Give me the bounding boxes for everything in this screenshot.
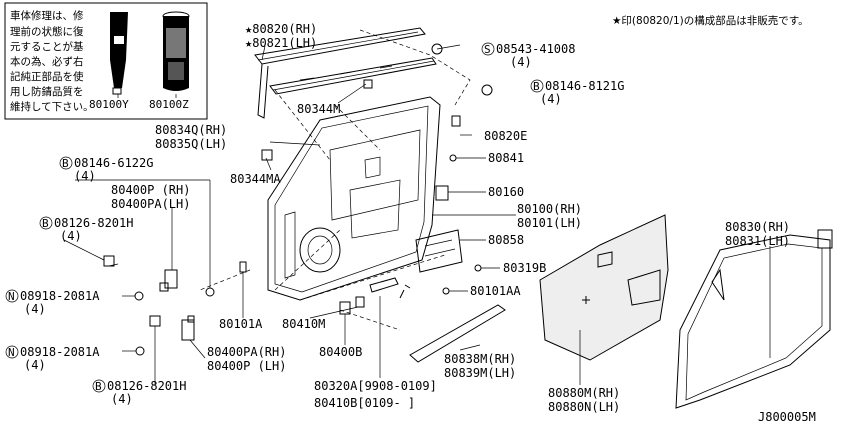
label-08543: 08543-41008 <box>496 42 575 56</box>
inner-weatherstrip-part <box>269 57 437 95</box>
label-80160: 80160 <box>488 185 524 199</box>
label-08543-qty: (4) <box>510 55 532 69</box>
label-80830: 80830(RH) <box>725 220 790 234</box>
label-80101: 80101(LH) <box>517 216 582 230</box>
label-80831: 80831(LH) <box>725 234 790 248</box>
label-80344m: 80344M <box>297 102 340 116</box>
door-trim-panel-part <box>539 214 669 361</box>
label-80834q: 80834Q(RH) <box>155 123 227 137</box>
label-80858: 80858 <box>488 233 524 247</box>
bolt-08126a-icon <box>103 255 119 267</box>
notice-box: 車体修理は、修 理前の状態に復 元することが基 本の為、必ず右 記純正部品を使 … <box>4 2 208 120</box>
door-weatherstrip-part <box>675 229 833 409</box>
check-link-80410m-icon <box>355 277 399 308</box>
door-shell-part <box>267 96 441 301</box>
label-80320a: 80320A[9908-0109] <box>314 379 437 393</box>
label-80841: 80841 <box>488 151 524 165</box>
sill-strip-80838m-part <box>409 304 506 363</box>
clip-80344ma-icon <box>261 149 273 161</box>
label-80400pa: 80400PA(LH) <box>111 197 190 211</box>
header-note: ★印(80820/1)の構成部品は非販売です。 <box>612 14 809 27</box>
label-80835q: 80835Q(LH) <box>155 137 227 151</box>
label-80880n: 80880N(LH) <box>548 400 620 414</box>
svg-text:N: N <box>8 346 15 359</box>
label-80344ma: 80344MA <box>230 172 281 186</box>
plate-80160-icon <box>435 185 449 201</box>
svg-text:N: N <box>8 290 15 303</box>
clip-80344m-icon <box>363 79 373 89</box>
circle-marks: S B B B N N B <box>5 42 544 393</box>
label-80820: ★80820(RH) <box>245 22 317 36</box>
rod-80320a-icon <box>399 284 411 299</box>
svg-text:B: B <box>42 217 49 230</box>
notice-line-2: 理前の状態に復 <box>10 25 84 38</box>
label-08918a: 08918-2081A <box>20 289 100 303</box>
spray-can-icon <box>162 11 190 91</box>
clip-80841-icon <box>449 154 457 162</box>
label-80400p: 80400P (RH) <box>111 183 190 197</box>
clip-80820e-icon <box>451 115 461 127</box>
label-08146b: 08146-6122G <box>74 156 153 170</box>
label-08146a-qty: (4) <box>540 92 562 106</box>
callouts: ★80820(RH) ★80821(LH) 08543-41008 (4) 08… <box>20 22 790 414</box>
notice-line-6: 用し防錆品質を <box>10 85 84 98</box>
tube-product-icon <box>110 12 128 95</box>
hinge-upper-icon <box>159 269 178 292</box>
label-80319b: 80319B <box>503 261 546 275</box>
product-80100z: 80100Z <box>149 98 189 111</box>
screw-80319b-icon <box>474 264 482 272</box>
label-80101aa: 80101AA <box>470 284 521 298</box>
notice-line-3: 元することが基 <box>10 40 84 53</box>
window-moulding-part <box>254 27 426 119</box>
label-08126b-qty: (4) <box>111 392 133 406</box>
svg-text:B: B <box>62 157 69 170</box>
bolt-08146a-icon <box>481 84 493 96</box>
label-80820e: 80820E <box>484 129 527 143</box>
bolt-08146b-icon <box>205 287 215 297</box>
label-08126b: 08126-8201H <box>107 379 186 393</box>
label-80839m: 80839M(LH) <box>444 366 516 380</box>
bolt-08126b-icon <box>149 315 161 327</box>
handle-80400b-icon <box>339 301 351 315</box>
label-80821: ★80821(LH) <box>245 36 317 50</box>
diagram-id: J800005M <box>758 410 816 424</box>
clip-80101a-icon <box>239 261 247 273</box>
notice-line-7: 維持して下さい。 <box>10 100 94 113</box>
product-80100y: 80100Y <box>89 98 129 111</box>
label-80400p-2: 80400P (LH) <box>207 359 286 373</box>
label-80410b: 80410B[0109- ] <box>314 396 415 410</box>
label-08918a-qty: (4) <box>24 302 46 316</box>
notice-line-5: 記純正部品を使 <box>10 70 84 83</box>
leader-lines <box>63 45 771 385</box>
svg-text:B: B <box>533 80 540 93</box>
bolt-08543-icon <box>431 43 461 55</box>
notice-line-4: 本の為、必ず右 <box>10 55 84 68</box>
label-08918b: 08918-2081A <box>20 345 100 359</box>
clip-80101aa-icon <box>442 287 450 295</box>
nut-08918a-icon <box>134 291 144 301</box>
label-80400pa-2: 80400PA(RH) <box>207 345 286 359</box>
label-08126a: 08126-8201H <box>54 216 133 230</box>
svg-text:S: S <box>484 43 491 56</box>
label-80838m: 80838M(RH) <box>444 352 516 366</box>
hinge-lower-icon <box>181 315 195 341</box>
label-80101a: 80101A <box>219 317 263 331</box>
label-80400b: 80400B <box>319 345 362 359</box>
speaker-80858-icon <box>415 229 463 273</box>
label-08918b-qty: (4) <box>24 358 46 372</box>
label-08146b-qty: (4) <box>74 169 96 183</box>
label-80100: 80100(RH) <box>517 202 582 216</box>
label-80410m: 80410M <box>282 317 325 331</box>
svg-text:B: B <box>95 380 102 393</box>
label-08126a-qty: (4) <box>60 229 82 243</box>
nut-08918b-icon <box>135 346 145 356</box>
label-80880m: 80880M(RH) <box>548 386 620 400</box>
notice-line-1: 車体修理は、修 <box>10 9 84 22</box>
label-08146a: 08146-8121G <box>545 79 624 93</box>
